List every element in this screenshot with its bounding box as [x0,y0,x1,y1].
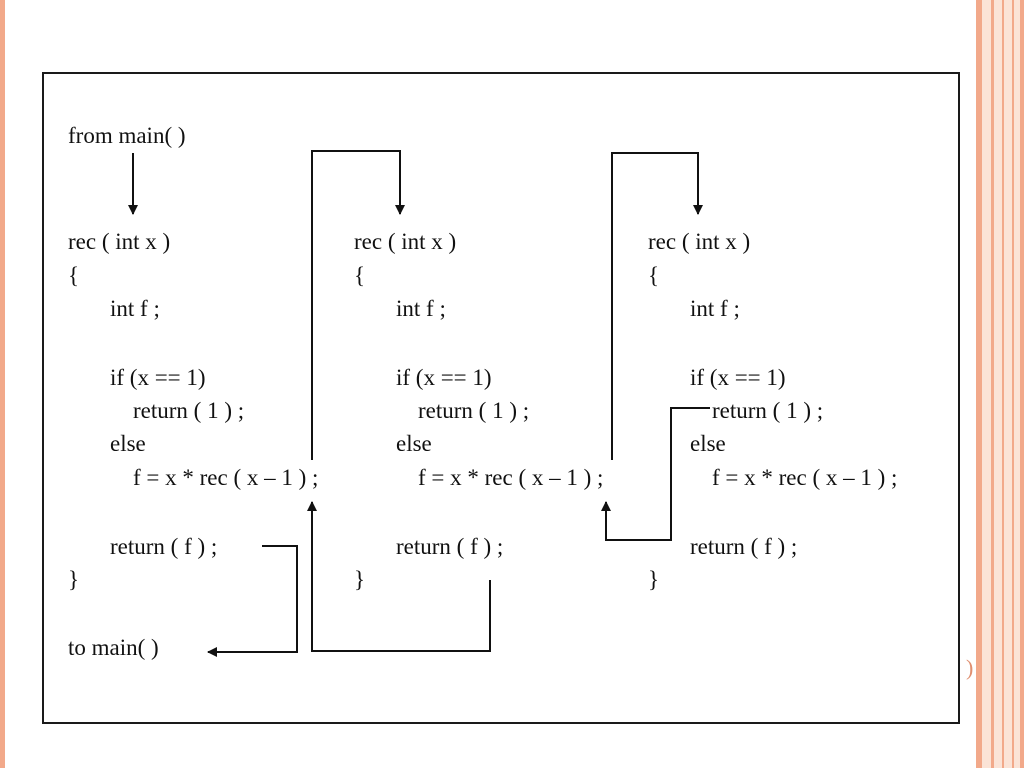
if-condition: if (x == 1) [110,365,206,390]
function-signature: rec ( int x ) [68,229,171,254]
slide-side-mark: ) [966,655,974,680]
function-signature: rec ( int x ) [354,229,457,254]
open-brace: { [354,263,366,288]
recursive-call: f = x * rec ( x – 1 ) ; [133,465,319,490]
slide-left-border [0,0,5,768]
variable-declaration: int f ; [396,296,446,321]
else-keyword: else [690,431,726,456]
diagram-frame [42,72,960,724]
slide-stripe [991,0,994,768]
slide-stripe [1002,0,1004,768]
close-brace: } [68,567,80,592]
from-main-label: from main( ) [68,123,186,148]
slide-stripe [1020,0,1024,768]
variable-declaration: int f ; [110,296,160,321]
close-brace: } [354,567,366,592]
slide-stripe [1012,0,1014,768]
slide-stripe [976,0,982,768]
base-case-return: return ( 1 ) ; [712,398,824,423]
close-brace: } [648,567,660,592]
return-f-statement: return ( f ) ; [396,534,504,559]
recursive-call: f = x * rec ( x – 1 ) ; [712,465,898,490]
if-condition: if (x == 1) [690,365,786,390]
variable-declaration: int f ; [690,296,740,321]
slide-right-decoration [976,0,1024,768]
recursive-call: f = x * rec ( x – 1 ) ; [418,465,604,490]
return-f-statement: return ( f ) ; [110,534,218,559]
return-f-statement: return ( f ) ; [690,534,798,559]
else-keyword: else [110,431,146,456]
if-condition: if (x == 1) [396,365,492,390]
to-main-label: to main( ) [68,635,159,660]
base-case-return: return ( 1 ) ; [133,398,245,423]
function-signature: rec ( int x ) [648,229,751,254]
open-brace: { [68,263,80,288]
else-keyword: else [396,431,432,456]
open-brace: { [648,263,660,288]
base-case-return: return ( 1 ) ; [418,398,530,423]
